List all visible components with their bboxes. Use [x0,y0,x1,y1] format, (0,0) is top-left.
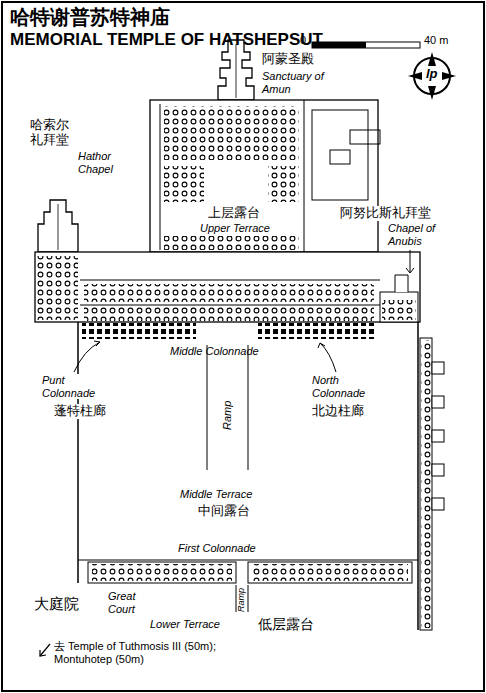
place-name-zh: 哈索尔礼拜堂 [30,118,74,148]
place-name: Great Court [108,590,152,615]
ramp-label: Ramp [221,401,234,430]
place-name-zh: 阿蒙圣殿 [262,52,314,67]
place-name: Sanctuary of Amun [262,70,326,95]
place-name: Middle Colonnade [170,345,259,358]
map-subtitle: MEMORIAL TEMPLE OF HATSHEPSUT [10,30,323,50]
place-name: Middle Terrace [180,488,252,501]
place-name-zh: 阿努比斯礼拜堂 [338,206,433,221]
place-name: First Colonnade [178,542,256,555]
place-name: Lower Terrace [150,618,220,631]
scale-label: 40 m [424,34,448,47]
place-name-zh: 北边柱廊 [312,404,364,419]
place-name-zh: 蓬特柱廊 [52,404,108,419]
place-name-zh: 中间露台 [198,504,250,519]
place-name: Punt Colonnade [40,374,108,399]
place-name: Chapel of Anubis [386,222,460,247]
place-name: North Colonnade [312,374,376,399]
place-name: Upper Terrace [198,222,272,235]
logo-text: lp [424,67,440,82]
place-name: Hathor Chapel [78,150,124,175]
place-name-zh: 大庭院 [34,596,79,613]
place-name-zh: 上层露台 [206,206,262,221]
map-title: 哈特谢普苏特神庙 [10,6,170,29]
scale-label: 0 [300,34,306,47]
ramp-label: Ramp [236,588,246,612]
direction-note: 去 Temple of Tuthmosis III (50m); Montuho… [54,640,244,665]
place-name-zh: 低层露台 [258,616,314,632]
